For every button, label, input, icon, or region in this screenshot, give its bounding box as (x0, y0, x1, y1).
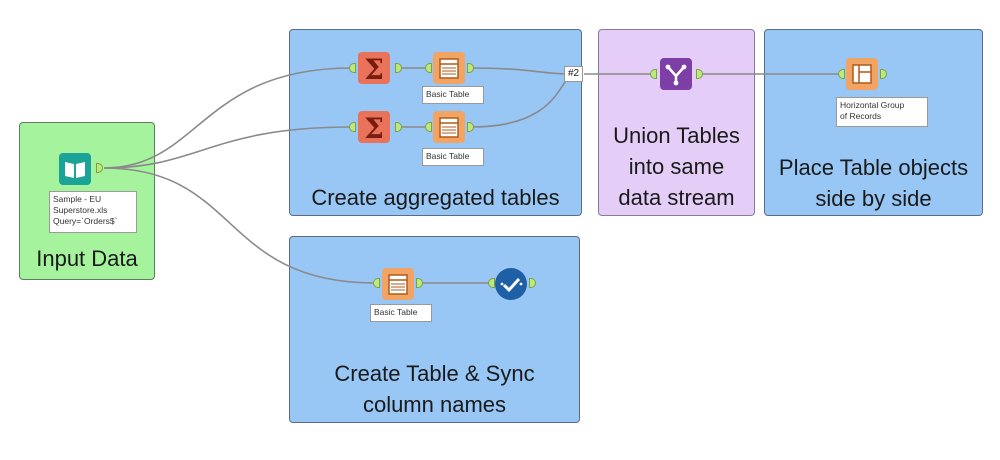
sync-column-names-tool[interactable] (495, 268, 527, 300)
summarize-tool-1[interactable]: Σ (358, 52, 390, 86)
input-output-anchor[interactable] (96, 163, 103, 173)
horizontal-group-note: Horizontal Group of Records (836, 97, 928, 127)
connection-count-badge: #2 (564, 66, 584, 82)
wire-input-summarize1 (103, 67, 353, 169)
summarize-tool-2[interactable]: Σ (358, 111, 390, 145)
basic-table-tool-3[interactable] (382, 268, 414, 300)
container-sync-columns[interactable]: Create Table & Sync column names (289, 236, 580, 423)
layout-input-anchor[interactable] (838, 69, 845, 79)
horizontal-layout-tool[interactable] (846, 58, 878, 90)
table1-input-anchor[interactable] (425, 63, 432, 73)
union-output-anchor[interactable] (696, 69, 703, 79)
union-input-anchor[interactable] (650, 69, 657, 79)
table2-output-anchor[interactable] (467, 122, 474, 132)
container-title-place: Place Table objects side by side (778, 155, 969, 211)
table-icon (388, 274, 408, 295)
container-union-tables[interactable]: Union Tables into same data stream (598, 29, 755, 216)
summarize2-output-anchor[interactable] (395, 122, 402, 132)
container-title-aggregate: Create aggregated tables (311, 185, 560, 210)
table-icon (439, 58, 459, 79)
table3-output-anchor[interactable] (416, 278, 423, 288)
basic-table-tool-2[interactable] (433, 111, 465, 143)
wire-input-summarize2 (103, 126, 353, 169)
summarize1-input-anchor[interactable] (349, 63, 356, 73)
layout-output-anchor[interactable] (880, 69, 887, 79)
sigma-icon: Σ (364, 112, 384, 145)
input-data-tool[interactable] (59, 153, 91, 185)
table3-input-anchor[interactable] (373, 278, 380, 288)
basic-table-note-2: Basic Table (422, 148, 484, 166)
book-icon (65, 162, 85, 178)
union-tool[interactable] (660, 58, 692, 90)
basic-table-tool-1[interactable] (433, 52, 465, 84)
wire-table2-union (471, 75, 573, 128)
table2-input-anchor[interactable] (425, 122, 432, 132)
basic-table-note-3: Basic Table (370, 304, 432, 322)
basic-table-note-1: Basic Table (422, 86, 484, 104)
layout-icon (852, 64, 872, 84)
wire-input-table3 (103, 167, 376, 284)
svg-text:Σ: Σ (364, 53, 384, 84)
container-title-sync: Create Table & Sync column names (334, 361, 535, 417)
union-icon (665, 64, 687, 86)
sync-output-anchor[interactable] (529, 278, 536, 288)
sigma-icon: Σ (364, 53, 384, 86)
svg-text:Σ: Σ (364, 112, 384, 143)
summarize2-input-anchor[interactable] (349, 122, 356, 132)
input-source-note: Sample - EU Superstore.xls Query=`Orders… (49, 191, 137, 233)
table-icon (439, 117, 459, 138)
sync-input-anchor[interactable] (488, 278, 495, 288)
check-icon (500, 277, 523, 293)
table1-output-anchor[interactable] (467, 63, 474, 73)
wire-table1-union (471, 67, 571, 75)
container-title-union: Union Tables into same data stream (613, 123, 740, 210)
container-title-input: Input Data (36, 246, 138, 271)
summarize1-output-anchor[interactable] (395, 63, 402, 73)
